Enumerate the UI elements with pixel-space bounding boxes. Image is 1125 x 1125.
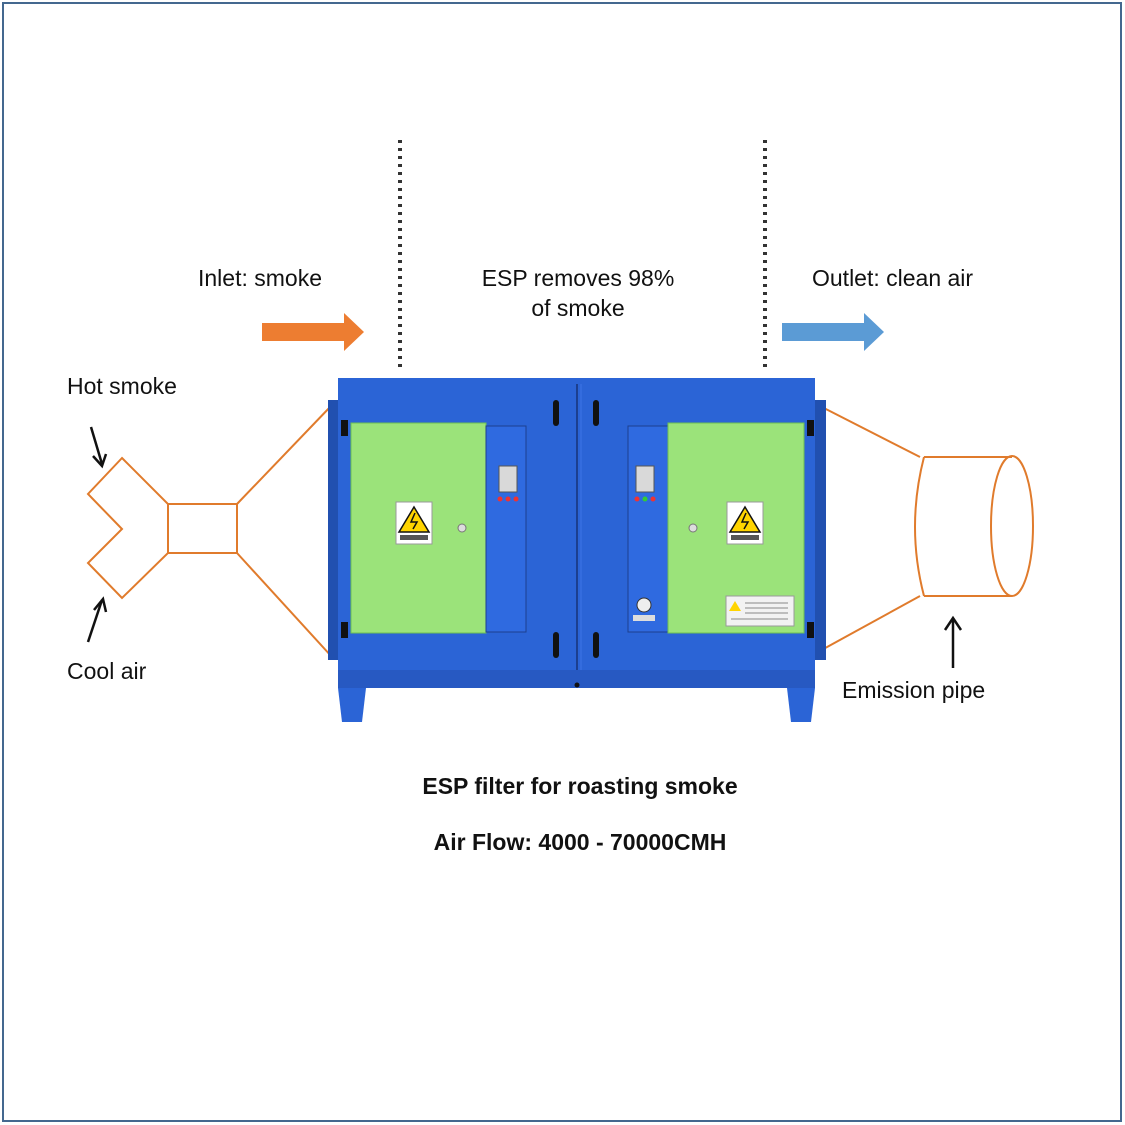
cool-air-pointer [86, 596, 108, 643]
esp-unit [328, 378, 826, 722]
control-box-left [485, 425, 527, 633]
outlet-label: Outlet: clean air [812, 265, 974, 291]
esp-base [338, 670, 815, 688]
cool-air-label: Cool air [67, 658, 147, 684]
control-box-right [627, 425, 669, 633]
high-voltage-warning-icon [726, 501, 764, 545]
latch-icon [593, 632, 599, 658]
outlet-arrow [782, 313, 884, 351]
high-voltage-warning-icon [395, 501, 433, 545]
emission-pipe-label: Emission pipe [842, 677, 986, 703]
latch-icon [553, 632, 559, 658]
inlet-label: Inlet: smoke [198, 265, 322, 291]
esp-label-line2: of smoke [531, 295, 625, 321]
caption-title: ESP filter for roasting smoke [422, 773, 738, 799]
hot-smoke-pointer [89, 426, 108, 469]
door-handle-icon [457, 523, 467, 533]
latch-icon [553, 400, 559, 426]
emission-pipe-pointer [943, 615, 963, 668]
esp-leg-right [787, 688, 815, 722]
nameplate-icon [725, 595, 795, 627]
esp-leg-left [338, 688, 366, 722]
flange-right [814, 400, 826, 660]
door-handle-icon [688, 523, 698, 533]
emission-pipe [817, 404, 1034, 653]
latch-icon [593, 400, 599, 426]
caption-airflow: Air Flow: 4000 - 70000CMH [433, 829, 727, 855]
flange-left [328, 400, 340, 660]
hot-smoke-label: Hot smoke [67, 373, 177, 399]
esp-label-line1: ESP removes 98% [481, 265, 675, 291]
inlet-arrow [262, 313, 364, 351]
indicator-lights-icon [497, 496, 519, 502]
indicator-lights-icon [634, 496, 656, 502]
y-inlet-duct [86, 404, 333, 658]
